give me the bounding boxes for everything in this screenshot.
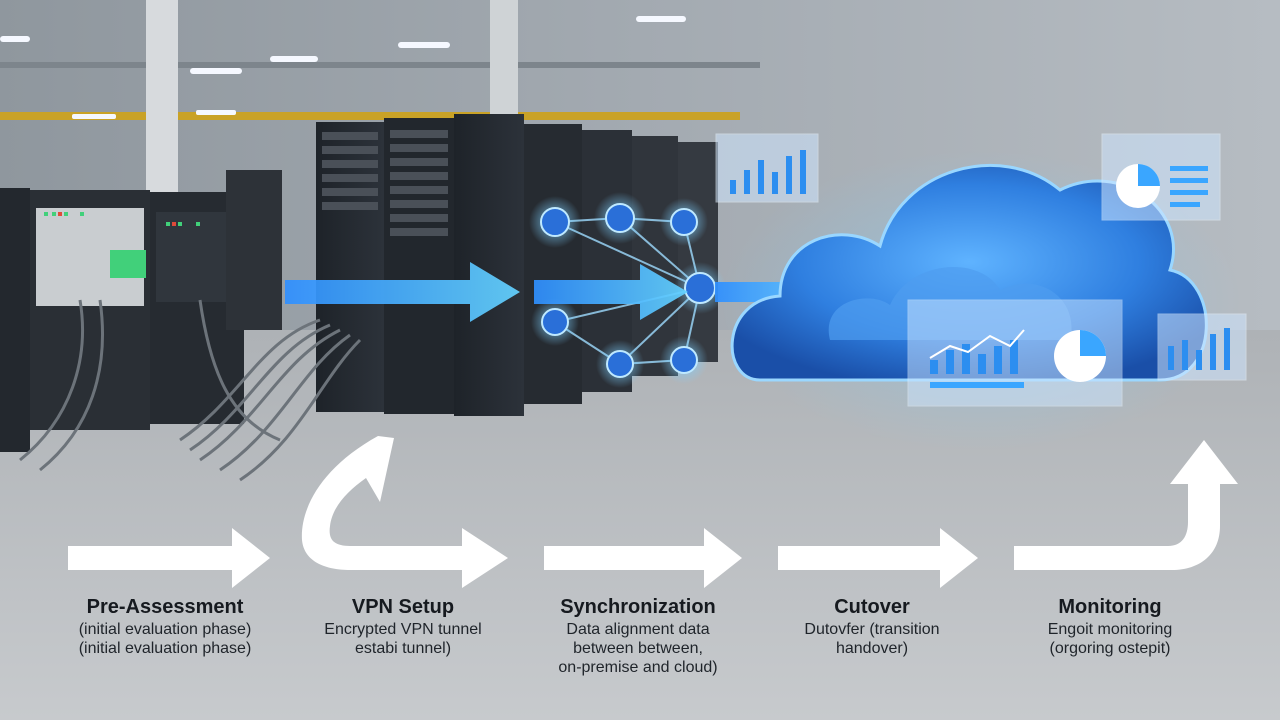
pillar	[490, 0, 518, 130]
step-arrow-1	[68, 528, 270, 588]
ceiling-lights	[0, 16, 686, 119]
step-vpn-setup: VPN Setup Encrypted VPN tunnel estabi tu…	[283, 594, 523, 658]
step-title: Synchronization	[560, 596, 716, 618]
step-synchronization: Synchronization Data alignment data betw…	[518, 594, 758, 677]
step-monitoring: Monitoring Engoit monitoring (orgoring o…	[990, 594, 1230, 658]
step-title: Pre-Assessment	[86, 596, 244, 618]
network-node-icon	[529, 192, 726, 388]
dashboard-chart-icon	[715, 133, 1247, 407]
step-description: Encrypted VPN tunnel estabi tunnel)	[324, 621, 482, 657]
step-title: Monitoring	[1058, 596, 1162, 618]
step-title: Cutover	[834, 596, 910, 618]
step-arrow-3	[544, 528, 742, 588]
step-arrow-4	[778, 528, 978, 588]
step-description: (initial evaluation phase) (initial eval…	[78, 621, 252, 657]
process-arrows	[68, 436, 1238, 588]
step-title: VPN Setup	[351, 596, 455, 618]
step-description: Data alignment data between between, on-…	[558, 621, 718, 676]
step-description: Engoit monitoring (orgoring ostepit)	[1047, 621, 1173, 657]
ceiling-pipe	[0, 62, 760, 68]
step-pre-assessment: Pre-Assessment (initial evaluation phase…	[45, 594, 285, 658]
server-rack-icon	[0, 114, 718, 482]
step-arrow-5-up	[1014, 440, 1238, 570]
step-description: Dutovfer (transition handover)	[804, 621, 940, 657]
ceiling-beam	[0, 112, 740, 120]
step-cutover: Cutover Dutovfer (transition handover)	[752, 594, 992, 658]
pillar	[146, 0, 178, 200]
step-arrow-2-curved	[301, 436, 508, 588]
